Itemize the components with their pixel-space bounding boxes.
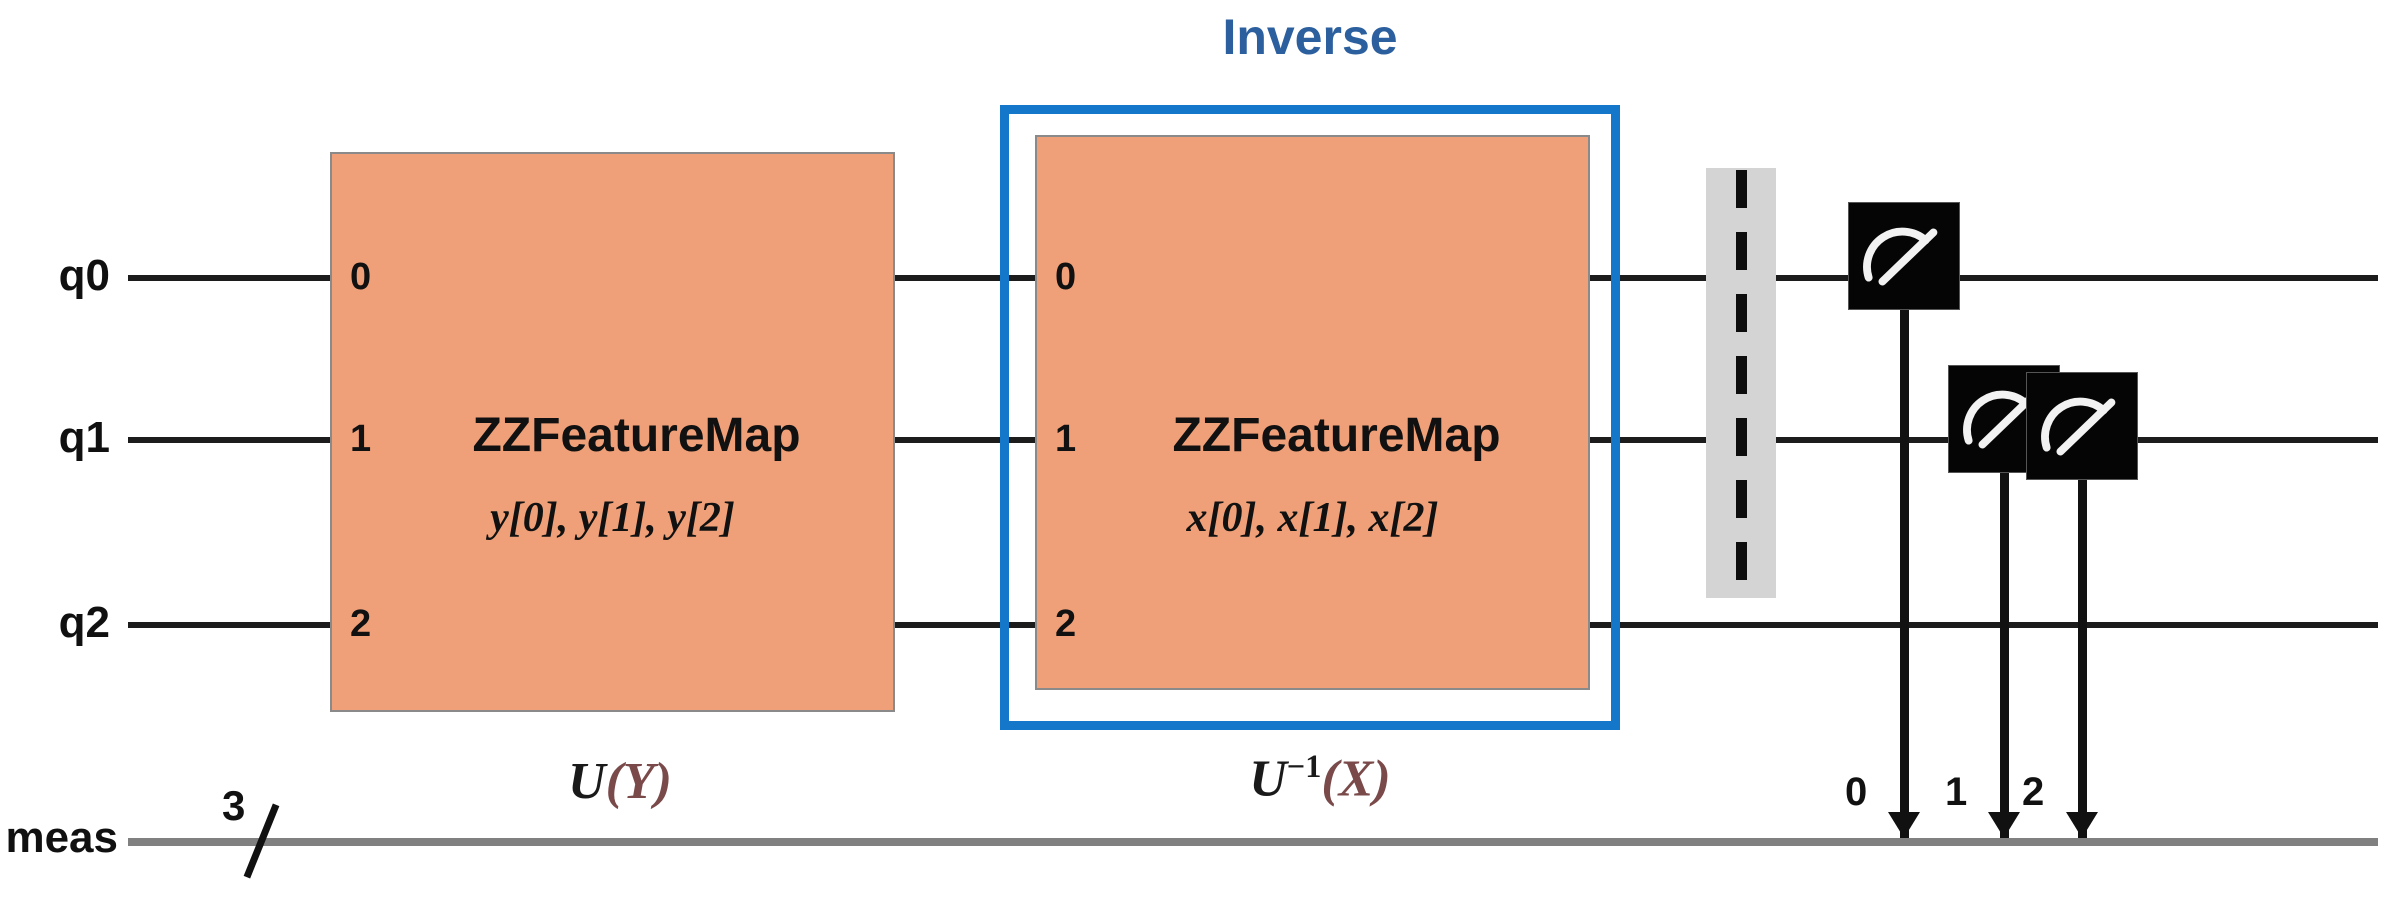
cbit-label-1: 1 [1945, 770, 1968, 814]
classical-register-label: meas [5, 813, 118, 862]
gate-port-0: 0 [1055, 256, 1077, 298]
cbit-label-2: 2 [2022, 770, 2045, 814]
meter-icon [1963, 390, 2038, 449]
gate-port-2: 2 [350, 603, 372, 645]
cbit-label-0: 0 [1845, 770, 1868, 814]
qubit-label-q2: q2 [58, 598, 110, 647]
measure-stem-q2 [2078, 472, 2087, 838]
measure-stem-q0 [1900, 300, 1909, 838]
meter-icon [1863, 227, 1938, 286]
measure-arrow-q2 [2066, 812, 2098, 838]
inverse-highlight-frame [1000, 105, 1620, 730]
wire-meas [128, 838, 2378, 846]
gate-title: ZZFeatureMap [1172, 409, 1501, 462]
qubit-label-q1: q1 [58, 413, 110, 462]
gate-parameters: x[0], x[1], x[2] [1186, 495, 1439, 541]
gate-parameters: y[0], y[1], y[2] [490, 495, 735, 541]
inverse-caption: Inverse [1222, 9, 1398, 65]
unitary-base: U [568, 753, 606, 810]
measure-arrow-q0 [1888, 812, 1920, 838]
gate-port-1: 1 [1055, 418, 1077, 460]
unitary-argument: (Y) [605, 753, 672, 810]
measure-gate-q2[interactable] [2026, 372, 2138, 480]
unitary-caption-forward: U(Y) [440, 752, 800, 811]
gate-title: ZZFeatureMap [472, 409, 801, 462]
measure-gate-q0[interactable] [1848, 202, 1960, 310]
meter-icon [2041, 397, 2116, 456]
gate-port-0: 0 [350, 256, 372, 298]
gate-zzfeaturemap-inverse[interactable]: 0 1 2 ZZFeatureMap x[0], x[1], x[2] [1035, 135, 1590, 690]
unitary-exponent: −1 [1286, 748, 1322, 784]
unitary-base: U [1249, 750, 1287, 808]
unitary-caption-inverse: U−1(X) [1120, 748, 1520, 808]
classical-register-width: 3 [222, 782, 246, 829]
gate-zzfeaturemap-forward[interactable]: 0 1 2 ZZFeatureMap y[0], y[1], y[2] [330, 152, 895, 712]
gate-port-2: 2 [1055, 603, 1077, 645]
measure-stem-q1 [2000, 465, 2009, 838]
measure-arrow-q1 [1988, 812, 2020, 838]
qubit-label-q0: q0 [58, 251, 110, 300]
barrier-dashed-line [1736, 170, 1747, 598]
unitary-argument: (X) [1321, 750, 1391, 808]
gate-port-1: 1 [350, 418, 372, 460]
